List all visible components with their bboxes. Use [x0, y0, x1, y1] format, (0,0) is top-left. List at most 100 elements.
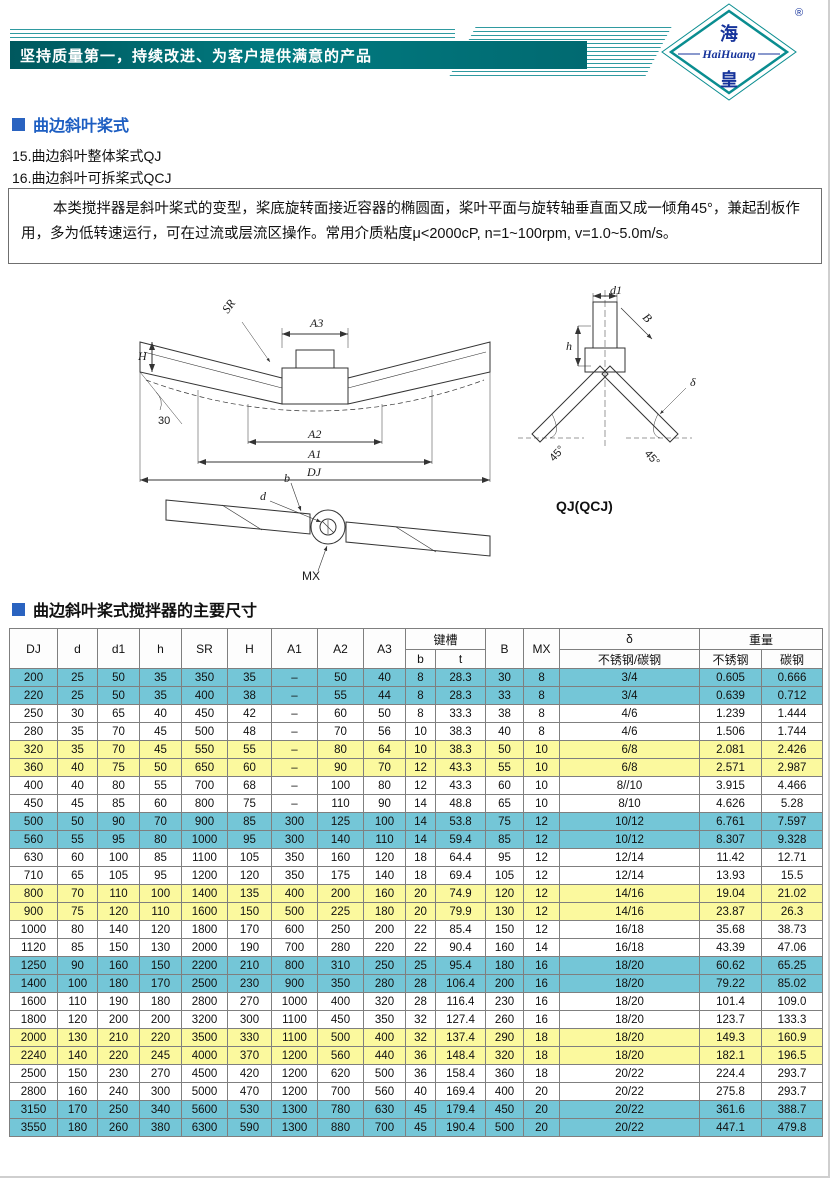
table-cell: 140: [317, 830, 364, 849]
table-cell: 550: [181, 740, 228, 759]
table-cell: 340: [139, 1100, 182, 1119]
table-cell: 18: [405, 866, 436, 885]
table-cell: 600: [271, 920, 318, 939]
table-cell: 127.4: [434, 1010, 487, 1029]
table-cell: 160: [485, 938, 525, 957]
table-cell: 8: [405, 704, 436, 723]
dim-label-d-top: d: [260, 489, 267, 503]
table-cell: 16/18: [559, 938, 701, 957]
table-cell: 95: [97, 830, 140, 849]
table-cell: 43.3: [434, 758, 487, 777]
table-cell: 74.9: [434, 884, 487, 903]
table-cell: 6.761: [699, 812, 763, 831]
table-cell: 90: [317, 758, 364, 777]
table-cell: 14/16: [559, 902, 701, 921]
table-cell: 6/8: [559, 758, 701, 777]
dim-label-45-left: 45°: [547, 444, 567, 464]
table-cell: 6300: [181, 1118, 228, 1137]
table-cell: 20/22: [559, 1064, 701, 1083]
dimensions-table: DJ d d1 h SR H A1 A2 A3 键槽 B MX δ 重量 b t…: [9, 628, 824, 1137]
table-cell: 22: [405, 938, 436, 957]
table-cell: 110: [363, 830, 406, 849]
table-cell: 5.28: [761, 794, 824, 813]
table-cell: 14: [405, 812, 436, 831]
table-cell: –: [271, 722, 318, 741]
table-cell: 137.4: [434, 1028, 487, 1047]
col-header-weight-cs: 碳钢: [761, 649, 824, 669]
table-cell: 65: [485, 794, 525, 813]
table-cell: 150: [139, 956, 182, 975]
table-cell: 60: [227, 758, 272, 777]
table-cell: 70: [97, 722, 140, 741]
table-cell: 18: [523, 1064, 561, 1083]
table-cell: 55: [317, 686, 364, 705]
table-cell: 150: [97, 938, 140, 957]
table-cell: 20: [405, 884, 436, 903]
col-header-h: h: [139, 628, 182, 669]
slogan-banner: 坚持质量第一，持续改进、为客户提供满意的产品: [10, 41, 587, 69]
intro-paragraph-box: 本类搅拌器是斜叶桨式的变型，桨底旋转面接近容器的椭圆面，桨叶平面与旋转轴垂直面又…: [8, 188, 822, 264]
table-cell: 440: [363, 1046, 406, 1065]
table-cell: 2240: [9, 1046, 58, 1065]
logo-diamond-graphic: 海 皇 HaiHuang ®: [661, 3, 803, 101]
table-cell: 60: [139, 794, 182, 813]
table-cell: 120: [485, 884, 525, 903]
table-cell: 95: [227, 830, 272, 849]
table-cell: 55: [57, 830, 98, 849]
table-cell: 160: [57, 1082, 98, 1101]
table-cell: 150: [227, 902, 272, 921]
table-cell: 4/6: [559, 722, 701, 741]
table-cell: 50: [363, 704, 406, 723]
table-cell: 1250: [9, 956, 58, 975]
table-cell: 190.4: [434, 1118, 487, 1137]
table-cell: 10: [405, 740, 436, 759]
table-cell: 450: [317, 1010, 364, 1029]
table-cell: 180: [57, 1118, 98, 1137]
table-cell: 250: [97, 1100, 140, 1119]
table-cell: 40: [139, 704, 182, 723]
table-cell: 180: [363, 902, 406, 921]
col-header-keyway-t: t: [434, 649, 487, 669]
table-cell: 48.8: [434, 794, 487, 813]
table-cell: 85: [57, 938, 98, 957]
table-cell: 500: [181, 722, 228, 741]
table-cell: 106.4: [434, 974, 487, 993]
table-cell: 120: [139, 920, 182, 939]
table-cell: 45: [139, 722, 182, 741]
table-cell: 12.71: [761, 848, 824, 867]
table-cell: 300: [139, 1082, 182, 1101]
table-cell: 590: [227, 1118, 272, 1137]
table-cell: 260: [485, 1010, 525, 1029]
table-cell: 23.87: [699, 902, 763, 921]
table-cell: 50: [57, 812, 98, 831]
table-cell: 130: [139, 938, 182, 957]
table-cell: 64.4: [434, 848, 487, 867]
dim-label-dj: DJ: [306, 465, 322, 479]
table-cell: 100: [363, 812, 406, 831]
logo-en-text: HaiHuang: [701, 47, 755, 61]
table-cell: 85: [139, 848, 182, 867]
table-cell: 130: [57, 1028, 98, 1047]
table-cell: 15.5: [761, 866, 824, 885]
logo-diamond-outer: [661, 3, 797, 101]
col-header-weight-ss: 不锈钢: [699, 649, 763, 669]
table-cell: 14/16: [559, 884, 701, 903]
table-cell: 9.328: [761, 830, 824, 849]
table-cell: 45: [139, 740, 182, 759]
table-cell: 1400: [181, 884, 228, 903]
table-cell: 3.915: [699, 776, 763, 795]
dim-label-b-top: b: [284, 471, 290, 485]
dim-label-mx: MX: [302, 569, 320, 582]
table-cell: 630: [9, 848, 58, 867]
table-cell: 20/22: [559, 1100, 701, 1119]
